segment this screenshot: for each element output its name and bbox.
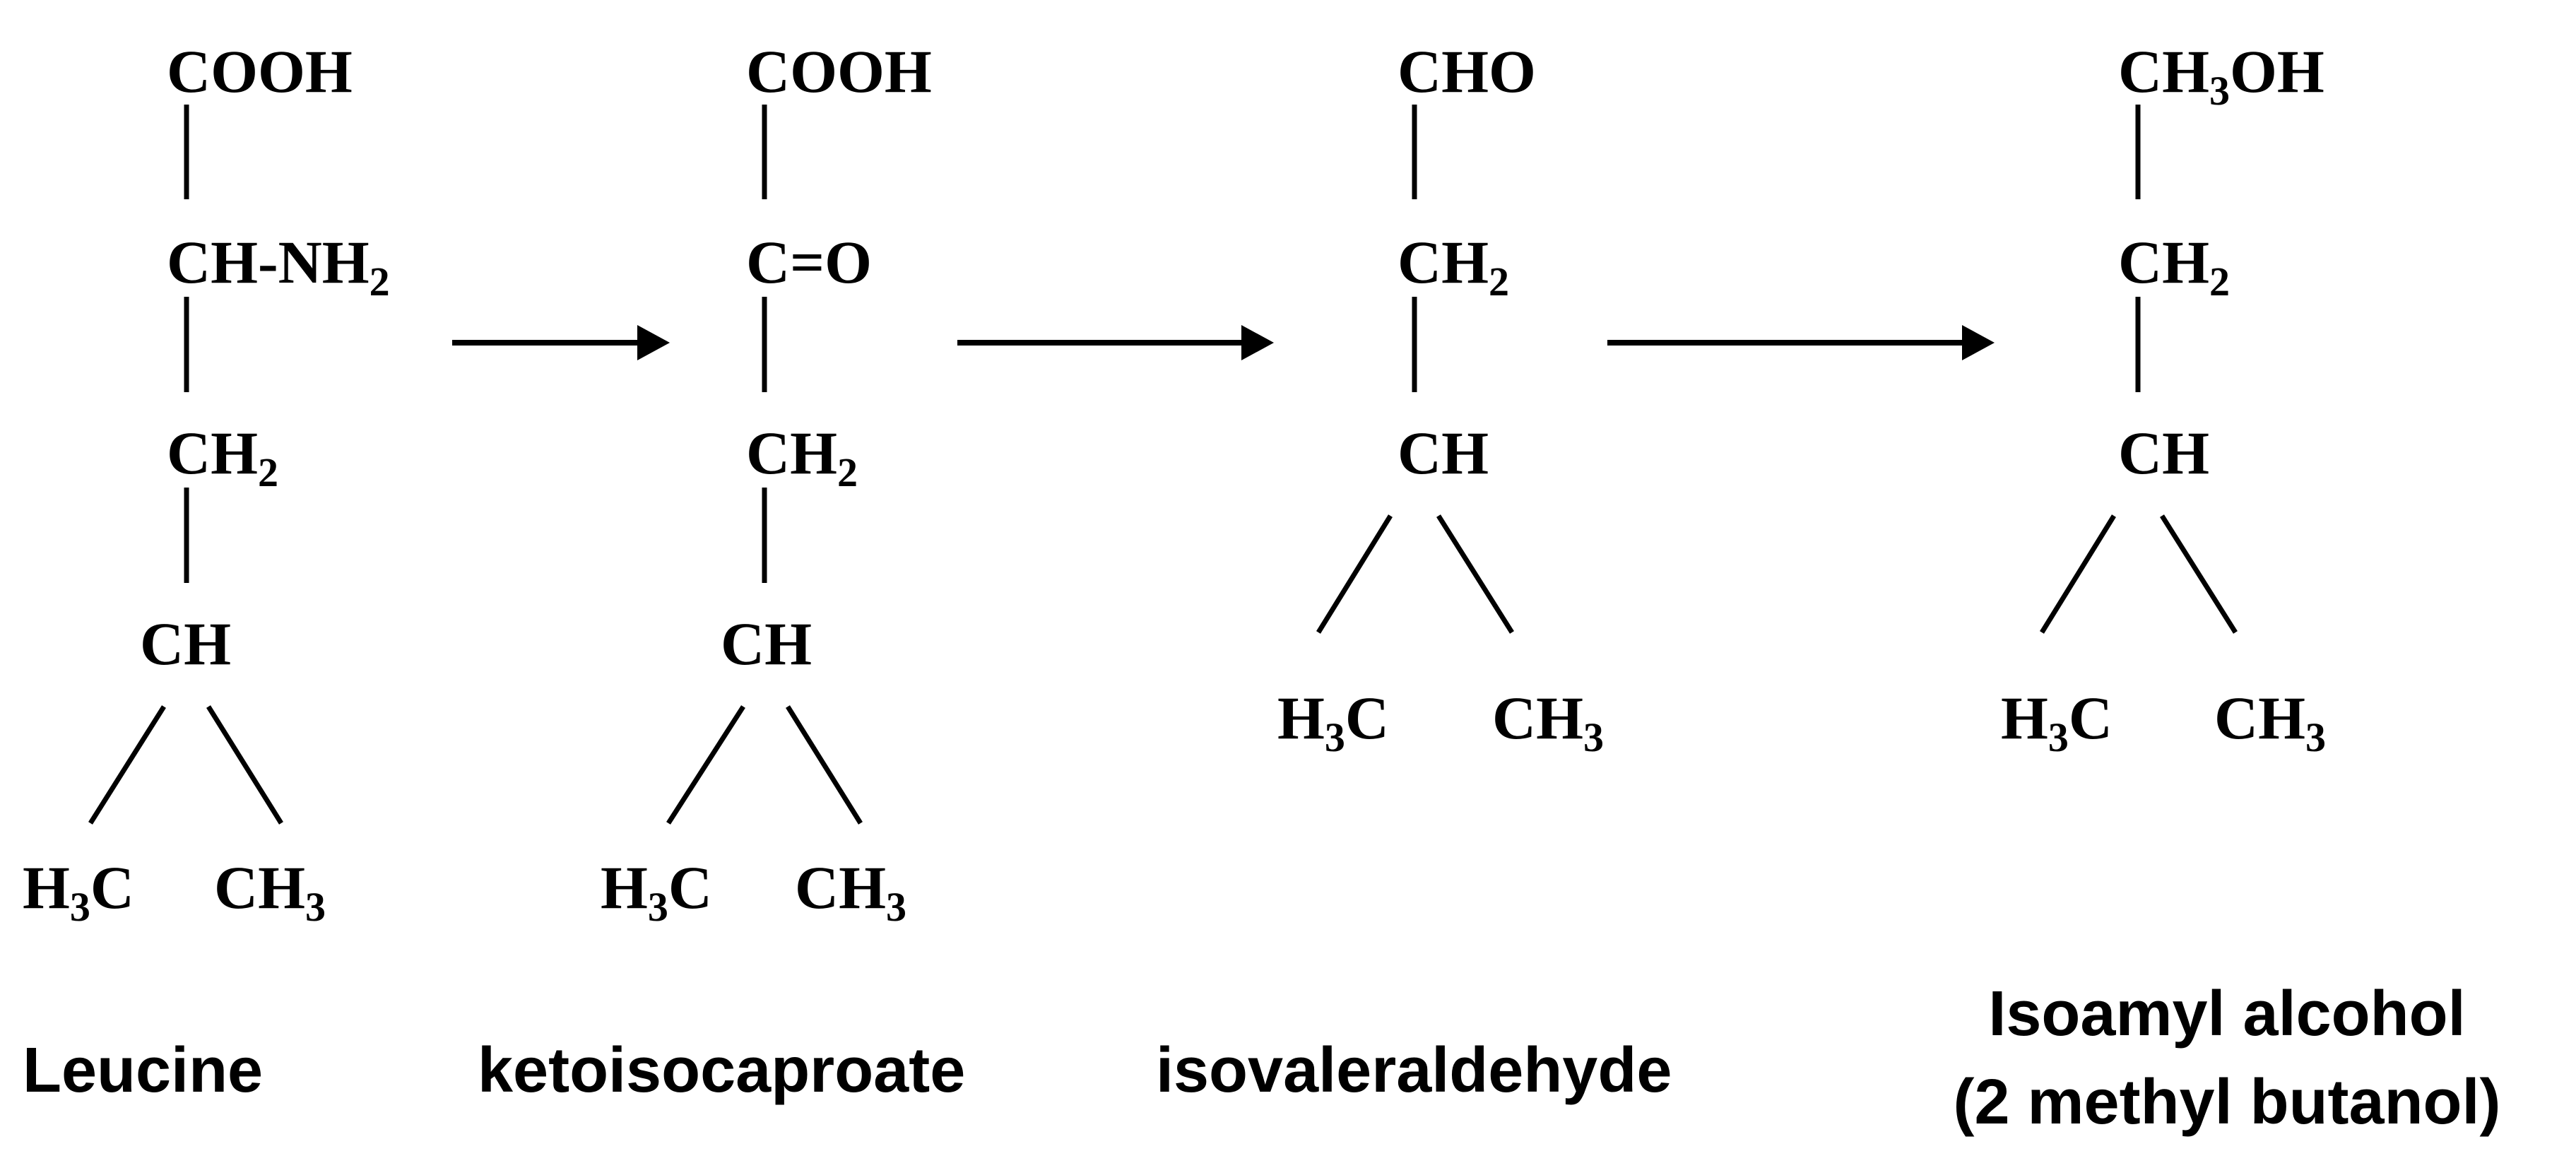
ketoisocaproate-right-methyl: CH3 <box>795 854 906 930</box>
isoamyl-alcohol-bond-right-branch <box>2160 514 2238 634</box>
leucine-carboxyl-group: COOH <box>167 37 353 105</box>
compound-ketoisocaproate: COOH C=O CH2 CH H3C CH3 ketoisocaproate <box>478 37 965 1106</box>
leucine-alpha-carbon-amine: CH-NH2 <box>167 228 390 305</box>
isoamyl-alcohol-bond-left-branch <box>2040 514 2116 634</box>
ketoisocaproate-left-methyl: H3C <box>601 854 712 930</box>
reaction-arrow-2 <box>957 325 1274 360</box>
isovaleraldehyde-aldehyde-group: CHO <box>1398 37 1536 105</box>
leucine-right-methyl: CH3 <box>214 854 326 930</box>
ketoisocaproate-bond-left-branch <box>666 705 745 825</box>
leucine-methine-group: CH <box>140 610 231 678</box>
isoamyl-alcohol-hydroxymethyl-group: CH3OH <box>2118 37 2324 114</box>
compound-name-2-methyl-butanol: (2 methyl butanol) <box>1953 1067 2500 1138</box>
compound-leucine: COOH CH-NH2 CH2 CH H3C CH3 Leucine <box>23 37 390 1106</box>
compound-isovaleraldehyde: CHO CH2 CH H3C CH3 isovaleraldehyde <box>1156 37 1672 1106</box>
compound-isoamyl-alcohol: CH3OH CH2 CH H3C CH3 Isoamyl alcohol (2 … <box>1953 37 2500 1138</box>
isovaleraldehyde-bond-right-branch <box>1436 514 1514 634</box>
isoamyl-alcohol-methine-group: CH <box>2118 419 2209 487</box>
leucine-left-methyl: H3C <box>23 854 134 930</box>
isovaleraldehyde-left-methyl: H3C <box>1277 684 1389 760</box>
isovaleraldehyde-right-methyl: CH3 <box>1492 684 1604 760</box>
leucine-bond-left-branch <box>88 705 166 825</box>
leucine-methylene-group: CH2 <box>167 419 278 495</box>
compound-name-leucine: Leucine <box>23 1035 263 1106</box>
ketoisocaproate-methine-group: CH <box>721 610 812 678</box>
isovaleraldehyde-methine-group: CH <box>1398 419 1489 487</box>
isovaleraldehyde-bond-left-branch <box>1316 514 1393 634</box>
ketoisocaproate-methylene-group: CH2 <box>746 419 858 495</box>
compound-name-ketoisocaproate: ketoisocaproate <box>478 1035 965 1106</box>
isoamyl-alcohol-methylene-group: CH2 <box>2118 228 2230 305</box>
reaction-arrow-1 <box>452 325 670 360</box>
compound-name-isoamyl-alcohol: Isoamyl alcohol <box>1988 979 2465 1049</box>
ketoisocaproate-bond-right-branch <box>786 705 863 825</box>
isovaleraldehyde-methylene-group: CH2 <box>1398 228 1509 305</box>
reaction-arrow-3 <box>1607 325 1995 360</box>
isoamyl-alcohol-right-methyl: CH3 <box>2214 684 2326 760</box>
leucine-bond-right-branch <box>206 705 283 825</box>
ketoisocaproate-keto-group: C=O <box>746 228 872 296</box>
compound-name-isovaleraldehyde: isovaleraldehyde <box>1156 1035 1672 1106</box>
ketoisocaproate-carboxyl-group: COOH <box>746 37 932 105</box>
isoamyl-alcohol-left-methyl: H3C <box>2001 684 2113 760</box>
